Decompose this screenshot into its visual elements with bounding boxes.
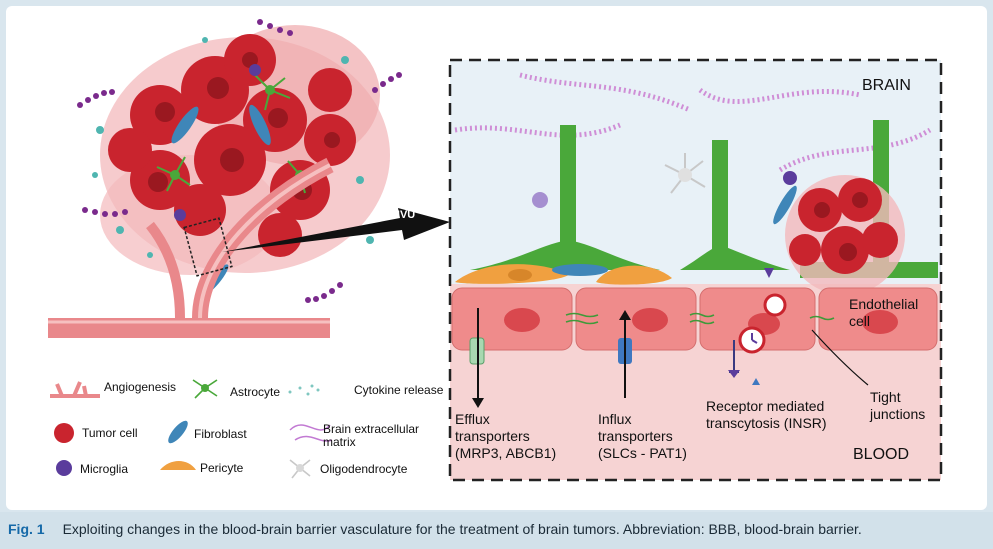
influx-label-line3: (SLCs - PAT1) bbox=[598, 445, 687, 461]
rmt-label-line2: transcytosis (INSR) bbox=[706, 415, 827, 431]
legend-tumor-cell: Tumor cell bbox=[82, 426, 138, 440]
influx-label-line2: transporters bbox=[598, 428, 673, 444]
nvu-detail-panel bbox=[448, 58, 943, 482]
nvu-label: NVU bbox=[392, 209, 416, 221]
nvu-arrow bbox=[222, 208, 450, 252]
legend-cytokine: Cytokine release bbox=[354, 383, 444, 397]
efflux-label-line2: transporters bbox=[455, 428, 530, 444]
efflux-label-line3: (MRP3, ABCB1) bbox=[455, 445, 557, 461]
caption-bar bbox=[0, 512, 993, 549]
tumor-vessel-illustration bbox=[48, 19, 402, 338]
legend-icons bbox=[50, 379, 333, 479]
rmt-label-line1: Receptor mediated bbox=[706, 398, 825, 414]
efflux-label-line1: Efflux bbox=[455, 411, 490, 427]
figure-caption: Fig. 1 Exploiting changes in the blood-br… bbox=[8, 521, 862, 537]
tight-junctions-line2: junctions bbox=[870, 406, 926, 422]
legend-astrocyte: Astrocyte bbox=[230, 385, 281, 399]
legend-microglia: Microglia bbox=[80, 462, 129, 476]
endothelial-label-line2: cell bbox=[849, 313, 871, 329]
influx-label-line1: Influx bbox=[598, 411, 632, 427]
legend-pericyte: Pericyte bbox=[200, 461, 244, 475]
legend-fibroblast: Fibroblast bbox=[194, 427, 247, 441]
legend-matrix-line1: Brain extracellular bbox=[323, 422, 420, 436]
figure-number: Fig. 1 bbox=[8, 521, 45, 537]
caption-text: Exploiting changes in the blood-brain ba… bbox=[62, 521, 862, 537]
legend-angiogenesis: Angiogenesis bbox=[104, 380, 177, 394]
tight-junctions-line1: Tight bbox=[870, 389, 901, 405]
blood-label: BLOOD bbox=[853, 446, 910, 463]
brain-label: BRAIN bbox=[862, 77, 911, 94]
endothelial-label-line1: Endothelial bbox=[849, 296, 919, 312]
legend-matrix-line2: matrix bbox=[323, 435, 356, 449]
legend-oligodendrocyte: Oligodendrocyte bbox=[320, 462, 408, 476]
